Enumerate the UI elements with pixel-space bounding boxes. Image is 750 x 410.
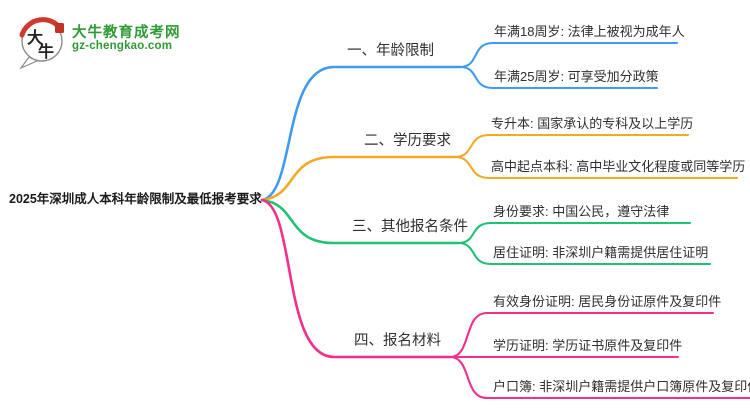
branch-2-main-link (260, 155, 457, 202)
branch-3-main-link (260, 198, 460, 245)
leaf-household-register: 户口簿: 非深圳户籍需提供户口簿原件及复印件 (493, 379, 750, 394)
branch-1-child-1-link (458, 41, 679, 69)
branch-label-age-limit: 一、年龄限制 (347, 43, 434, 59)
branch-label-other-conditions: 三、其他报名条件 (352, 219, 468, 235)
site-logo: 大 牛 大牛教育成考网 gz-chengkao.com (14, 12, 264, 70)
branch-1-child-2-link (458, 65, 659, 90)
branch-3-child-2-link (456, 241, 712, 266)
brand-url: gz-chengkao.com (72, 40, 173, 52)
leaf-valid-id: 有效身份证明: 居民身份证原件及复印件 (493, 294, 722, 309)
branch-4-child-1-link (448, 311, 715, 359)
logo-seal (55, 23, 64, 33)
leaf-age-25: 年满25周岁: 可享受加分政策 (494, 69, 659, 84)
leaf-residence-proof: 居住证明: 非深圳户籍需提供居住证明 (493, 245, 709, 260)
branch-3-child-1-link (456, 221, 692, 245)
root-topic: 2025年深圳成人本科年龄限制及最低报考要求 (9, 192, 262, 206)
bull-speech-bubble-icon: 大 牛 (19, 17, 64, 70)
logo-char-da: 大 (27, 28, 43, 47)
branch-2-child-1-link (453, 133, 690, 159)
branch-4-main-link (260, 198, 452, 359)
branch-4-child-3-link (448, 355, 750, 400)
leaf-highschool-start: 高中起点本科: 高中毕业文化程度或同等学历 (491, 159, 746, 174)
leaf-age-18: 年满18周岁: 法律上被视为成年人 (494, 24, 685, 39)
leaf-identity-requirement: 身份要求: 中国公民，遵守法律 (493, 204, 670, 219)
branch-label-application-materials: 四、报名材料 (354, 333, 441, 349)
brand-name: 大牛教育成考网 (72, 25, 181, 41)
logo-char-niu: 牛 (38, 42, 54, 61)
leaf-zhuanshengben: 专升本: 国家承认的专科及以上学历 (491, 116, 694, 131)
branch-1-main-link (260, 65, 462, 202)
branch-label-education-requirement: 二、学历要求 (364, 133, 451, 149)
leaf-education-proof: 学历证明: 学历证书原件及复印件 (493, 338, 683, 353)
branch-2-child-2-link (453, 155, 739, 180)
